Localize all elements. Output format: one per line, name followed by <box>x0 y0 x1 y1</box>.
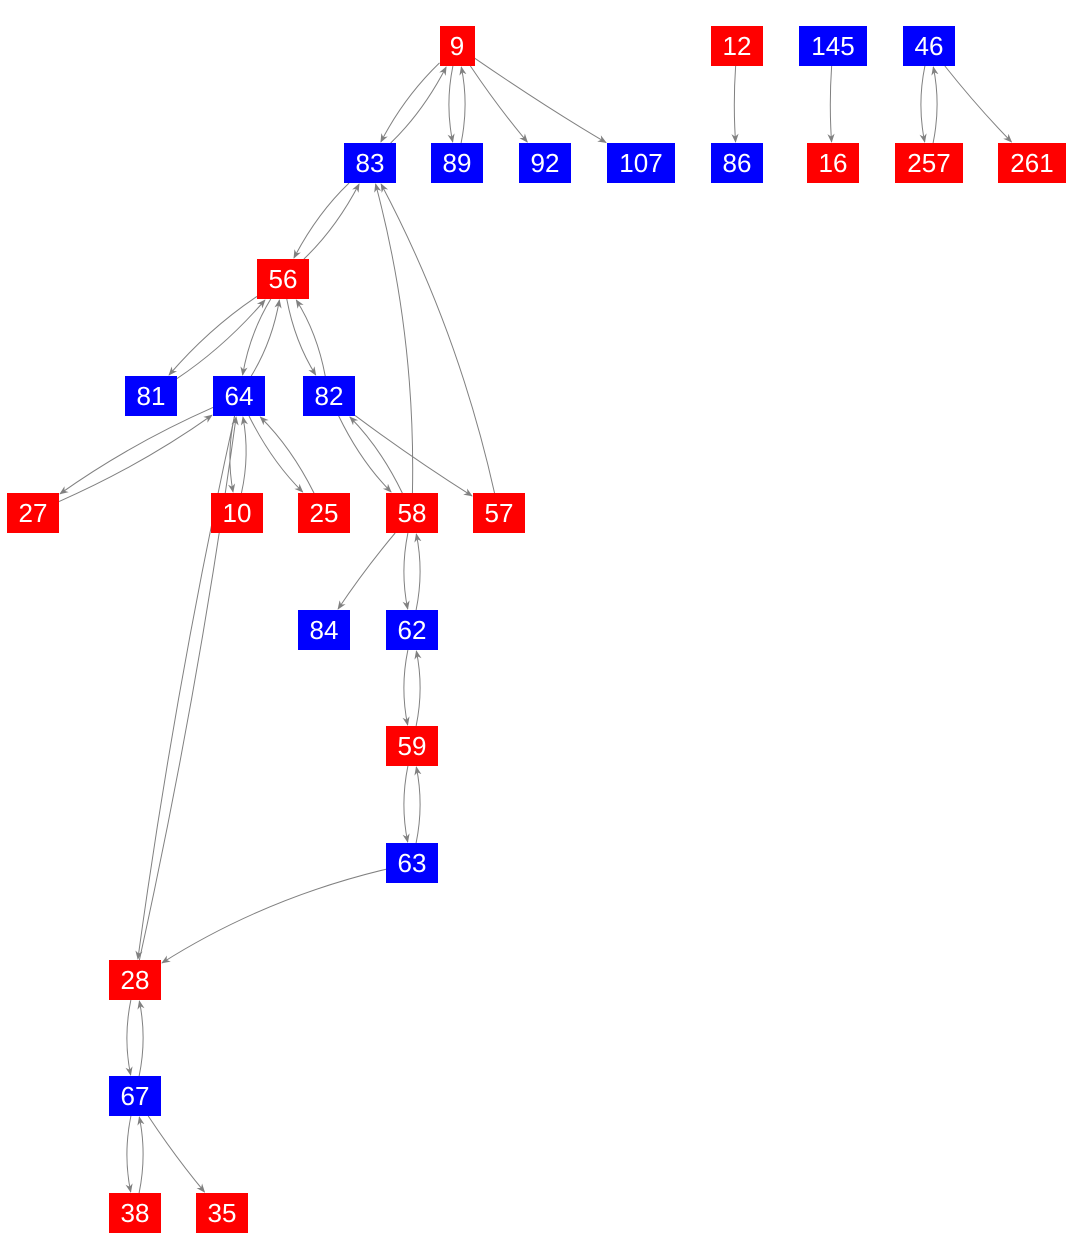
edge-145-to-16 <box>827 65 835 143</box>
node-62[interactable]: 62 <box>386 610 438 650</box>
edge-27-to-64 <box>58 414 213 502</box>
node-83[interactable]: 83 <box>344 143 396 183</box>
node-257[interactable]: 257 <box>895 143 963 183</box>
node-67[interactable]: 67 <box>109 1076 161 1116</box>
edge-83-to-56 <box>293 182 350 259</box>
edge-56-to-82 <box>286 298 317 376</box>
node-82[interactable]: 82 <box>303 376 355 416</box>
edge-25-to-64 <box>259 416 315 494</box>
edge-28-to-64 <box>138 416 239 961</box>
edge-56-to-81 <box>168 295 258 376</box>
edge-56-to-83 <box>303 183 360 260</box>
edge-58-to-83 <box>374 183 414 494</box>
edge-67-to-38 <box>125 1115 133 1193</box>
edge-9-to-92 <box>469 65 528 143</box>
edge-63-to-59 <box>414 766 422 844</box>
node-12[interactable]: 12 <box>711 26 763 66</box>
edge-89-to-9 <box>459 66 467 144</box>
node-107[interactable]: 107 <box>607 143 675 183</box>
node-92[interactable]: 92 <box>519 143 571 183</box>
edge-12-to-86 <box>731 65 739 143</box>
node-46[interactable]: 46 <box>903 26 955 66</box>
node-28[interactable]: 28 <box>109 960 161 1000</box>
edge-46-to-261 <box>944 65 1013 143</box>
node-25[interactable]: 25 <box>298 493 350 533</box>
edge-28-to-67 <box>125 999 133 1076</box>
edge-63-to-28 <box>161 868 387 964</box>
node-38[interactable]: 38 <box>109 1193 161 1233</box>
node-59[interactable]: 59 <box>386 726 438 766</box>
edge-9-to-107 <box>474 57 607 143</box>
edge-58-to-84 <box>337 532 396 610</box>
node-57[interactable]: 57 <box>473 493 525 533</box>
edge-67-to-35 <box>147 1115 206 1193</box>
node-145[interactable]: 145 <box>799 26 867 66</box>
edge-46-to-257 <box>919 65 927 143</box>
node-81[interactable]: 81 <box>125 376 177 416</box>
node-86[interactable]: 86 <box>711 143 763 183</box>
edge-67-to-28 <box>137 1000 145 1077</box>
edge-10-to-64 <box>240 416 248 494</box>
edge-64-to-25 <box>248 415 304 493</box>
edge-56-to-64 <box>240 298 272 376</box>
edge-82-to-57 <box>354 415 473 497</box>
node-9[interactable]: 9 <box>439 26 475 66</box>
node-63[interactable]: 63 <box>386 843 438 883</box>
edge-62-to-59 <box>402 649 410 726</box>
node-16[interactable]: 16 <box>807 143 859 183</box>
node-56[interactable]: 56 <box>257 259 309 299</box>
node-261[interactable]: 261 <box>998 143 1066 183</box>
node-58[interactable]: 58 <box>386 493 438 533</box>
node-89[interactable]: 89 <box>431 143 483 183</box>
node-84[interactable]: 84 <box>298 610 350 650</box>
node-27[interactable]: 27 <box>7 493 59 533</box>
node-35[interactable]: 35 <box>196 1193 248 1233</box>
edge-38-to-67 <box>137 1116 145 1194</box>
edge-57-to-83 <box>380 183 496 494</box>
edge-58-to-82 <box>349 416 403 494</box>
edge-64-to-56 <box>250 299 282 377</box>
edge-81-to-56 <box>176 299 266 380</box>
edge-9-to-83 <box>380 62 440 143</box>
node-64[interactable]: 64 <box>213 376 265 416</box>
node-10[interactable]: 10 <box>211 493 263 533</box>
edge-64-to-27 <box>59 407 214 495</box>
edge-257-to-46 <box>931 66 939 144</box>
edge-59-to-62 <box>414 650 422 727</box>
edge-58-to-62 <box>402 532 410 610</box>
edge-82-to-56 <box>295 299 326 377</box>
edge-83-to-9 <box>390 66 447 144</box>
edge-62-to-58 <box>414 533 422 611</box>
edge-82-to-58 <box>338 415 392 493</box>
edge-59-to-63 <box>402 765 410 843</box>
edge-64-to-28 <box>135 415 236 960</box>
edge-9-to-89 <box>447 65 455 143</box>
